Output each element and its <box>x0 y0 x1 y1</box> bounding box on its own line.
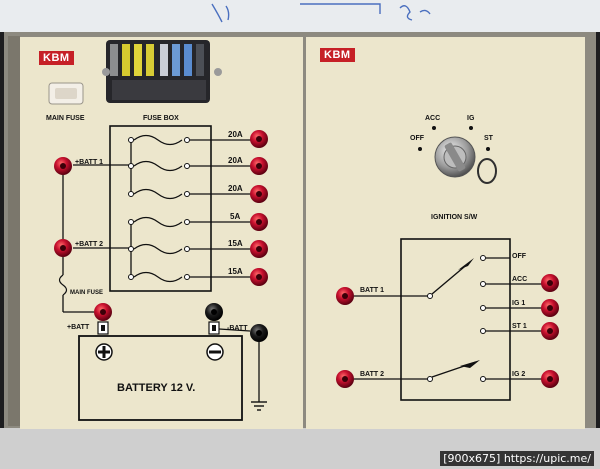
ign-batt2-terminal[interactable] <box>336 370 354 388</box>
ign-pos-st: ST <box>484 135 494 142</box>
batt1-label: +BATT 1 <box>75 159 103 166</box>
fuse-yellow-1 <box>122 44 130 76</box>
fuse-box-label: FUSE BOX <box>143 115 179 122</box>
ig1-terminal[interactable] <box>541 299 559 317</box>
batt2-label: +BATT 2 <box>75 241 103 248</box>
output-terminal-5[interactable] <box>250 240 268 258</box>
contact-acc <box>480 281 545 287</box>
output-label-acc: ACC <box>512 276 527 283</box>
fuse-row-1 <box>128 134 252 146</box>
plus-batt-label: +BATT <box>67 324 90 331</box>
ign-dot-acc <box>432 126 436 130</box>
battery-plus-icon <box>95 343 113 361</box>
main-fuse-symbol <box>58 274 68 296</box>
contact-st1 <box>480 328 545 334</box>
contact-off <box>480 255 510 261</box>
frame-left-rail <box>8 36 20 426</box>
battery-box <box>78 335 243 421</box>
contact-ig1 <box>480 305 545 311</box>
acc-terminal[interactable] <box>541 274 559 292</box>
ground-link-wire <box>218 328 251 332</box>
switch1-arrow <box>458 258 474 270</box>
ign-dot-ig <box>469 126 473 130</box>
right-panel <box>306 37 585 429</box>
ignition-label: IGNITION S/W <box>431 214 478 221</box>
switch2-arrow <box>460 360 480 368</box>
output-terminal-6[interactable] <box>250 268 268 286</box>
ign-dot-st <box>486 147 490 151</box>
ign-pos-off: OFF <box>410 135 425 142</box>
fuse-blue-1 <box>172 44 180 76</box>
output-label-off: OFF <box>512 253 527 260</box>
minus-batt-label: -BATT <box>227 325 248 332</box>
whiteboard-strip <box>0 0 600 32</box>
batt1-terminal[interactable] <box>54 157 72 175</box>
ign-pos-ig: IG <box>467 115 475 122</box>
st1-terminal[interactable] <box>541 322 559 340</box>
ig2-terminal[interactable] <box>541 370 559 388</box>
brand-logo-left: KBM <box>39 51 74 65</box>
switch1-pivot <box>427 293 433 299</box>
fuse-box-base <box>112 80 206 100</box>
minus-batt-terminal[interactable] <box>205 303 223 321</box>
output-terminal-3[interactable] <box>250 185 268 203</box>
fuse-blue-2 <box>184 44 192 76</box>
fuse-row-4 <box>128 216 252 228</box>
plus-batt-terminal[interactable] <box>94 303 112 321</box>
marker-scribble <box>211 3 381 23</box>
contact-ig2 <box>480 376 545 382</box>
main-fuse-small-label: MAIN FUSE <box>70 290 103 296</box>
output-label-ig2: IG 2 <box>512 371 525 378</box>
fuse-row-2 <box>128 160 252 172</box>
ignition-diagram-box <box>400 238 511 401</box>
fuse-diagram-box <box>109 125 212 292</box>
fuse-clear <box>160 44 168 76</box>
output-label-st1: ST 1 <box>512 323 527 330</box>
batt2-terminal[interactable] <box>54 239 72 257</box>
ign-batt2-label: BATT 2 <box>360 371 384 378</box>
ign-batt1-terminal[interactable] <box>336 287 354 305</box>
image-caption: [900x675] https://upic.me/ <box>440 451 594 466</box>
output-terminal-1[interactable] <box>250 130 268 148</box>
fuse-rating-3: 20A <box>228 184 243 193</box>
ground-symbol <box>251 401 267 411</box>
switch2-pivot <box>427 376 433 382</box>
fuse-row-3 <box>128 188 252 200</box>
marker-scribble-2 <box>399 5 431 21</box>
ignition-key-switch[interactable] <box>434 136 497 184</box>
ground-terminal[interactable] <box>250 324 268 342</box>
brand-logo-right: KBM <box>320 48 355 62</box>
output-terminal-4[interactable] <box>250 213 268 231</box>
fuse-yellow-2 <box>134 44 142 76</box>
output-terminal-2[interactable] <box>250 157 268 175</box>
fuse-yellow-3 <box>146 44 154 76</box>
fuse-rating-2: 20A <box>228 156 243 165</box>
battery-label: BATTERY 12 V. <box>117 382 195 394</box>
fuse-rating-1: 20A <box>228 130 243 139</box>
fuse-rating-5: 15A <box>228 239 243 248</box>
fuse-row-5 <box>128 243 252 255</box>
fuse-blank-1 <box>110 44 118 76</box>
fuse-dark <box>196 44 204 76</box>
fuse-rating-4: 5A <box>230 212 240 221</box>
fuse-rating-6: 15A <box>228 267 243 276</box>
ign-pos-acc: ACC <box>425 115 440 122</box>
fuse-box-screw-right <box>214 68 222 76</box>
ign-dot-off <box>418 147 422 151</box>
fuse-row-6 <box>128 271 252 283</box>
output-label-ig1: IG 1 <box>512 300 525 307</box>
fuse-box-screw-left <box>102 68 110 76</box>
main-fuse-label: MAIN FUSE <box>46 115 85 122</box>
ign-batt1-label: BATT 1 <box>360 287 384 294</box>
main-fuse-window <box>55 88 77 99</box>
battery-minus-icon <box>206 343 224 361</box>
